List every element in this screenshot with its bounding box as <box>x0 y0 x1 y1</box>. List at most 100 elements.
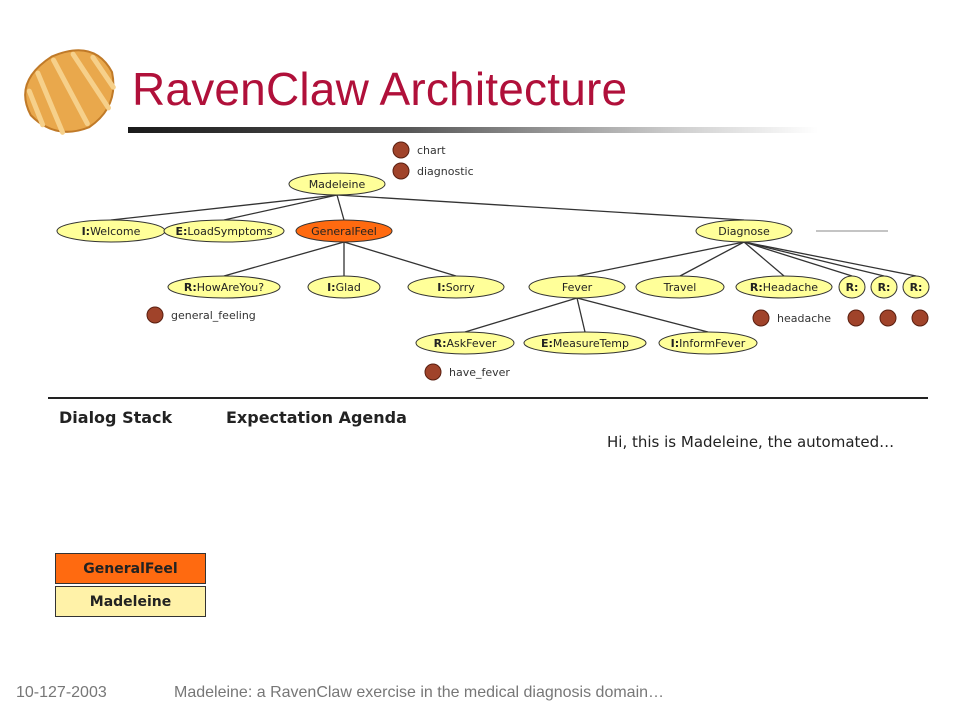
concept-dot-icon <box>752 309 770 327</box>
tree-node-r2: R: <box>870 275 898 299</box>
section-divider <box>48 397 928 399</box>
tree-node-shape <box>167 275 281 299</box>
tree-node-r3: R: <box>902 275 930 299</box>
tree-node-diagnose: Diagnose <box>695 219 793 243</box>
concept-label: general_feeling <box>171 309 256 322</box>
tree-node-shape <box>163 219 285 243</box>
tree-node-label: Diagnose <box>718 225 770 238</box>
tree-node-shape <box>407 275 505 299</box>
tree-node-shape <box>288 172 386 196</box>
tree-node-label: I:Sorry <box>437 281 475 294</box>
tree-node-shape <box>902 275 930 299</box>
expectation-agenda-label: Expectation Agenda <box>226 408 407 427</box>
tree-node-measuretemp: E:MeasureTemp <box>523 331 647 355</box>
dialog-stack-bottom: Madeleine <box>55 586 206 617</box>
tree-edge-diagnose-headache <box>743 241 785 277</box>
tree-edge-fever-informfever <box>576 297 709 333</box>
concept-diagnostic: diagnostic <box>392 162 474 180</box>
tree-node-label: Fever <box>562 281 593 294</box>
madeleine-logo <box>24 49 116 135</box>
tree-node-label: I:Welcome <box>82 225 141 238</box>
concept-label: have_fever <box>449 366 510 379</box>
tree-edge-madeleine-welcome <box>110 194 338 221</box>
concept-dot-icon <box>911 309 929 327</box>
slide-title: RavenClaw Architecture <box>132 63 628 115</box>
tree-node-shape <box>838 275 866 299</box>
tree-node-label: I:InformFever <box>671 337 746 350</box>
tree-edge-madeleine-diagnose <box>336 194 745 221</box>
tree-node-shape <box>735 275 833 299</box>
tree-node-r1: R: <box>838 275 866 299</box>
concept-dot-icon <box>424 363 442 381</box>
system-prompt: Hi, this is Madeleine, the automated… <box>607 433 895 451</box>
concept-dot-icon <box>879 309 897 327</box>
concept-headache_concept: headache <box>752 309 831 327</box>
title-underline <box>128 127 818 133</box>
tree-node-shape <box>295 219 393 243</box>
tree-node-label: GeneralFeel <box>311 225 377 238</box>
tree-node-label: R: <box>846 281 859 294</box>
concept-label: chart <box>417 144 446 157</box>
concept-dot-icon <box>392 162 410 180</box>
concept-chart: chart <box>392 141 446 159</box>
tree-node-label: R:HowAreYou? <box>184 281 264 294</box>
tree-node-shape <box>695 219 793 243</box>
tree-node-travel: Travel <box>635 275 725 299</box>
tree-node-shape <box>635 275 725 299</box>
tree-node-fever: Fever <box>528 275 626 299</box>
tree-node-label: E:LoadSymptoms <box>176 225 273 238</box>
tree-node-shape <box>307 275 381 299</box>
tree-edge-diagnose-fever <box>576 241 745 277</box>
concepts: chart diagnostic general_feeling headache ha… <box>146 141 929 381</box>
tree-node-loadsymptoms: E:LoadSymptoms <box>163 219 285 243</box>
tree-node-label: R:Headache <box>750 281 818 294</box>
dialog-stack-label: Dialog Stack <box>59 408 173 427</box>
tree-node-informfever: I:InformFever <box>658 331 758 355</box>
concept-label: diagnostic <box>417 165 474 178</box>
footer-date: 10-127-2003 <box>16 684 107 701</box>
tree-node-generalfeel: GeneralFeel <box>295 219 393 243</box>
tree-node-glad: I:Glad <box>307 275 381 299</box>
dialog-stack-top: GeneralFeel <box>55 553 206 584</box>
concept-r2_concept <box>879 309 897 327</box>
tree-node-shape <box>415 331 515 355</box>
tree-edge-generalfeel-howareyou <box>223 241 345 277</box>
concept-label: headache <box>777 312 831 325</box>
concept-have_fever: have_fever <box>424 363 510 381</box>
tree-edge-madeleine-loadsymptoms <box>223 194 338 221</box>
tree-edge-madeleine-generalfeel <box>336 194 345 221</box>
tree-edge-diagnose-r2 <box>743 241 885 277</box>
tree-node-madeleine: Madeleine <box>288 172 386 196</box>
tree-edge-fever-askfever <box>464 297 578 333</box>
tree-node-label: R:AskFever <box>434 337 497 350</box>
tree-node-label: Madeleine <box>309 178 366 191</box>
tree-node-shape <box>658 331 758 355</box>
concept-dot-icon <box>847 309 865 327</box>
tree-node-howareyou: R:HowAreYou? <box>167 275 281 299</box>
tree-edge-diagnose-r1 <box>743 241 853 277</box>
tree-node-shape <box>870 275 898 299</box>
concept-r3_concept <box>911 309 929 327</box>
tree-node-label: R: <box>910 281 923 294</box>
footer-caption: Madeleine: a RavenClaw exercise in the m… <box>174 684 665 701</box>
concept-dot-icon <box>392 141 410 159</box>
tree-node-headache: R:Headache <box>735 275 833 299</box>
tree-node-sorry: I:Sorry <box>407 275 505 299</box>
tree-node-shape <box>523 331 647 355</box>
concept-general_feeling: general_feeling <box>146 306 256 324</box>
tree-node-label: R: <box>878 281 891 294</box>
tree-edge-generalfeel-sorry <box>343 241 457 277</box>
tree-node-label: E:MeasureTemp <box>541 337 629 350</box>
tree-edge-diagnose-r3 <box>743 241 917 277</box>
tree-node-label: I:Glad <box>327 281 361 294</box>
tree-node-shape <box>528 275 626 299</box>
tree-edge-diagnose-travel <box>679 241 745 277</box>
tree-node-label: Travel <box>663 281 697 294</box>
tree-edges <box>110 194 917 333</box>
concept-r1_concept <box>847 309 865 327</box>
tree-edge-fever-measuretemp <box>576 297 586 333</box>
tree-node-welcome: I:Welcome <box>56 219 166 243</box>
concept-dot-icon <box>146 306 164 324</box>
